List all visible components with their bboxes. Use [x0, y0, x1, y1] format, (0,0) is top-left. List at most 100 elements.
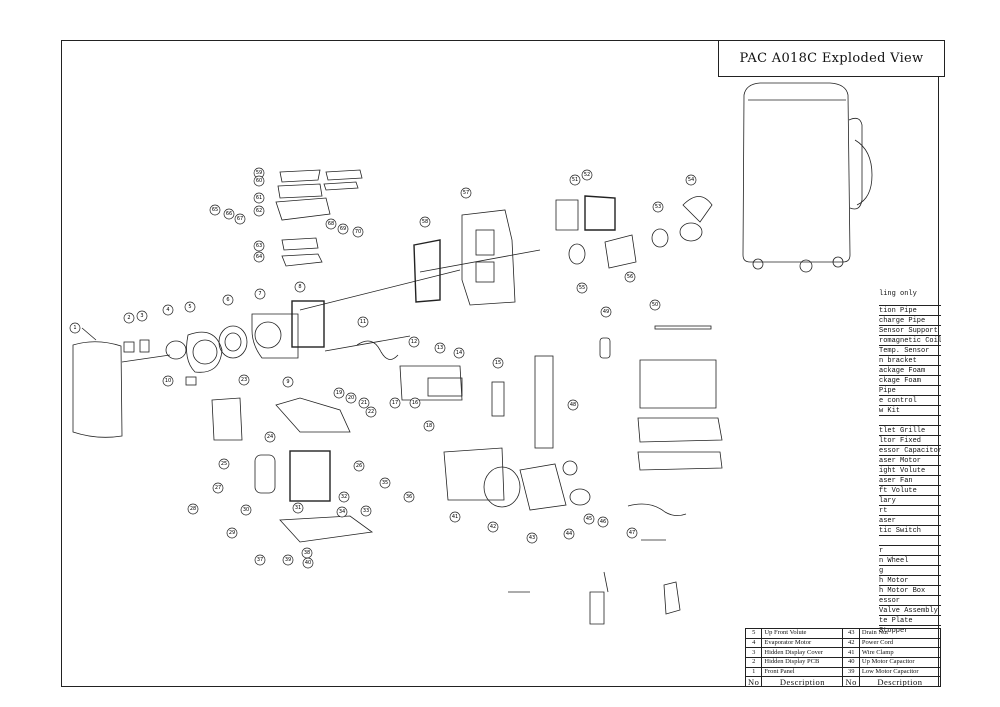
callout-24: 24 — [264, 431, 276, 443]
callout-circle — [581, 169, 593, 181]
callout-12: 12 — [408, 336, 420, 348]
callout-36: 36 — [403, 491, 415, 503]
bom-cell-desc-right: Wire Clamp — [858, 647, 942, 659]
callout-number: 49 — [603, 309, 609, 315]
bom-cell-no-left: 2 — [744, 657, 763, 668]
callout-39: 39 — [282, 554, 294, 566]
callout-number: 21 — [361, 400, 367, 406]
callout-27: 27 — [212, 482, 224, 494]
callout-circle — [492, 357, 504, 369]
parts-list-header: ling only — [879, 290, 917, 298]
callout-circle — [333, 387, 345, 399]
callout-number: 47 — [629, 530, 635, 536]
callout-circle — [453, 347, 465, 359]
callout-circle — [357, 316, 369, 328]
callout-53: 53 — [652, 201, 664, 213]
callout-13: 13 — [434, 342, 446, 354]
callout-circle — [423, 420, 435, 432]
callout-circle — [218, 458, 230, 470]
parts-list-row: Temp. Sensor — [879, 345, 941, 356]
callout-57: 57 — [460, 187, 472, 199]
callout-number: 36 — [406, 494, 412, 500]
callout-16: 16 — [409, 397, 421, 409]
callout-28: 28 — [187, 503, 199, 515]
callout-circle — [652, 201, 664, 213]
callout-21: 21 — [358, 397, 370, 409]
bom-cell-no-right: 41 — [842, 647, 860, 659]
callout-number: 70 — [355, 229, 361, 235]
callout-62: 62 — [253, 205, 265, 217]
callout-circle — [282, 554, 294, 566]
callout-54: 54 — [685, 174, 697, 186]
callout-number: 24 — [267, 434, 273, 440]
callout-number: 35 — [382, 480, 388, 486]
callout-number: 6 — [226, 297, 229, 303]
assembled-unit-illustration — [742, 82, 873, 273]
callout-circle — [449, 511, 461, 523]
callout-2: 2 — [123, 312, 135, 324]
parts-list-row: charge Pipe — [879, 315, 941, 326]
callout-circle — [597, 516, 609, 528]
parts-list-row: te Plate — [879, 615, 941, 626]
bom-cell-no-right: No — [842, 676, 860, 688]
callout-number: 67 — [237, 216, 243, 222]
callout-number: 26 — [356, 463, 362, 469]
callout-number: 7 — [258, 291, 261, 297]
parts-list-row: ltor Fixed — [879, 435, 941, 446]
callout-46: 46 — [597, 516, 609, 528]
callout-number: 12 — [411, 339, 417, 345]
callout-circle — [222, 294, 234, 306]
callout-6: 6 — [222, 294, 234, 306]
callout-number: 65 — [212, 207, 218, 213]
callout-number: 56 — [627, 274, 633, 280]
parts-list-row — [879, 415, 941, 426]
bom-cell-desc-left: Description — [761, 676, 844, 688]
callout-55: 55 — [576, 282, 588, 294]
bom-cell-no-left: 4 — [744, 637, 763, 649]
parts-list-row: Valve Assembly — [879, 605, 941, 616]
callout-circle — [282, 376, 294, 388]
callout-number: 27 — [215, 485, 221, 491]
callout-26: 26 — [353, 460, 365, 472]
callout-number: 40 — [305, 560, 311, 566]
callout-circle — [226, 527, 238, 539]
parts-list-row: romagnetic Coil — [879, 335, 941, 345]
callout-circle — [403, 491, 415, 503]
callout-circle — [264, 431, 276, 443]
parts-list-row: tic Switch — [879, 525, 941, 536]
callout-48: 48 — [567, 399, 579, 411]
parts-list-row: Pipe — [879, 385, 941, 396]
callout-circle — [302, 557, 314, 569]
callout-67: 67 — [234, 213, 246, 225]
callout-49: 49 — [600, 306, 612, 318]
callout-circle — [526, 532, 538, 544]
parts-list-row: n bracket — [879, 355, 941, 366]
parts-list-row: tlet Grille — [879, 425, 941, 436]
callout-circle — [649, 299, 661, 311]
parts-list-row: h Motor — [879, 575, 941, 586]
bom-cell-desc-left: Front Panel — [761, 666, 844, 678]
callout-42: 42 — [487, 521, 499, 533]
callout-number: 52 — [584, 172, 590, 178]
bom-cell-desc-left: Evaporator Motor — [761, 637, 844, 649]
callout-circle — [292, 502, 304, 514]
callout-circle — [379, 477, 391, 489]
callout-number: 9 — [286, 379, 289, 385]
callout-circle — [409, 397, 421, 409]
callout-4: 4 — [162, 304, 174, 316]
callout-number: 30 — [243, 507, 249, 513]
callout-number: 17 — [392, 400, 398, 406]
callout-22: 22 — [365, 406, 377, 418]
callout-number: 33 — [363, 508, 369, 514]
callout-number: 20 — [348, 395, 354, 401]
callout-number: 10 — [165, 378, 171, 384]
callout-circle — [253, 251, 265, 263]
callout-25: 25 — [218, 458, 230, 470]
callout-33: 33 — [360, 505, 372, 517]
bom-cell-no-left: 3 — [744, 647, 763, 659]
callout-circle — [408, 336, 420, 348]
callout-circle — [336, 506, 348, 518]
